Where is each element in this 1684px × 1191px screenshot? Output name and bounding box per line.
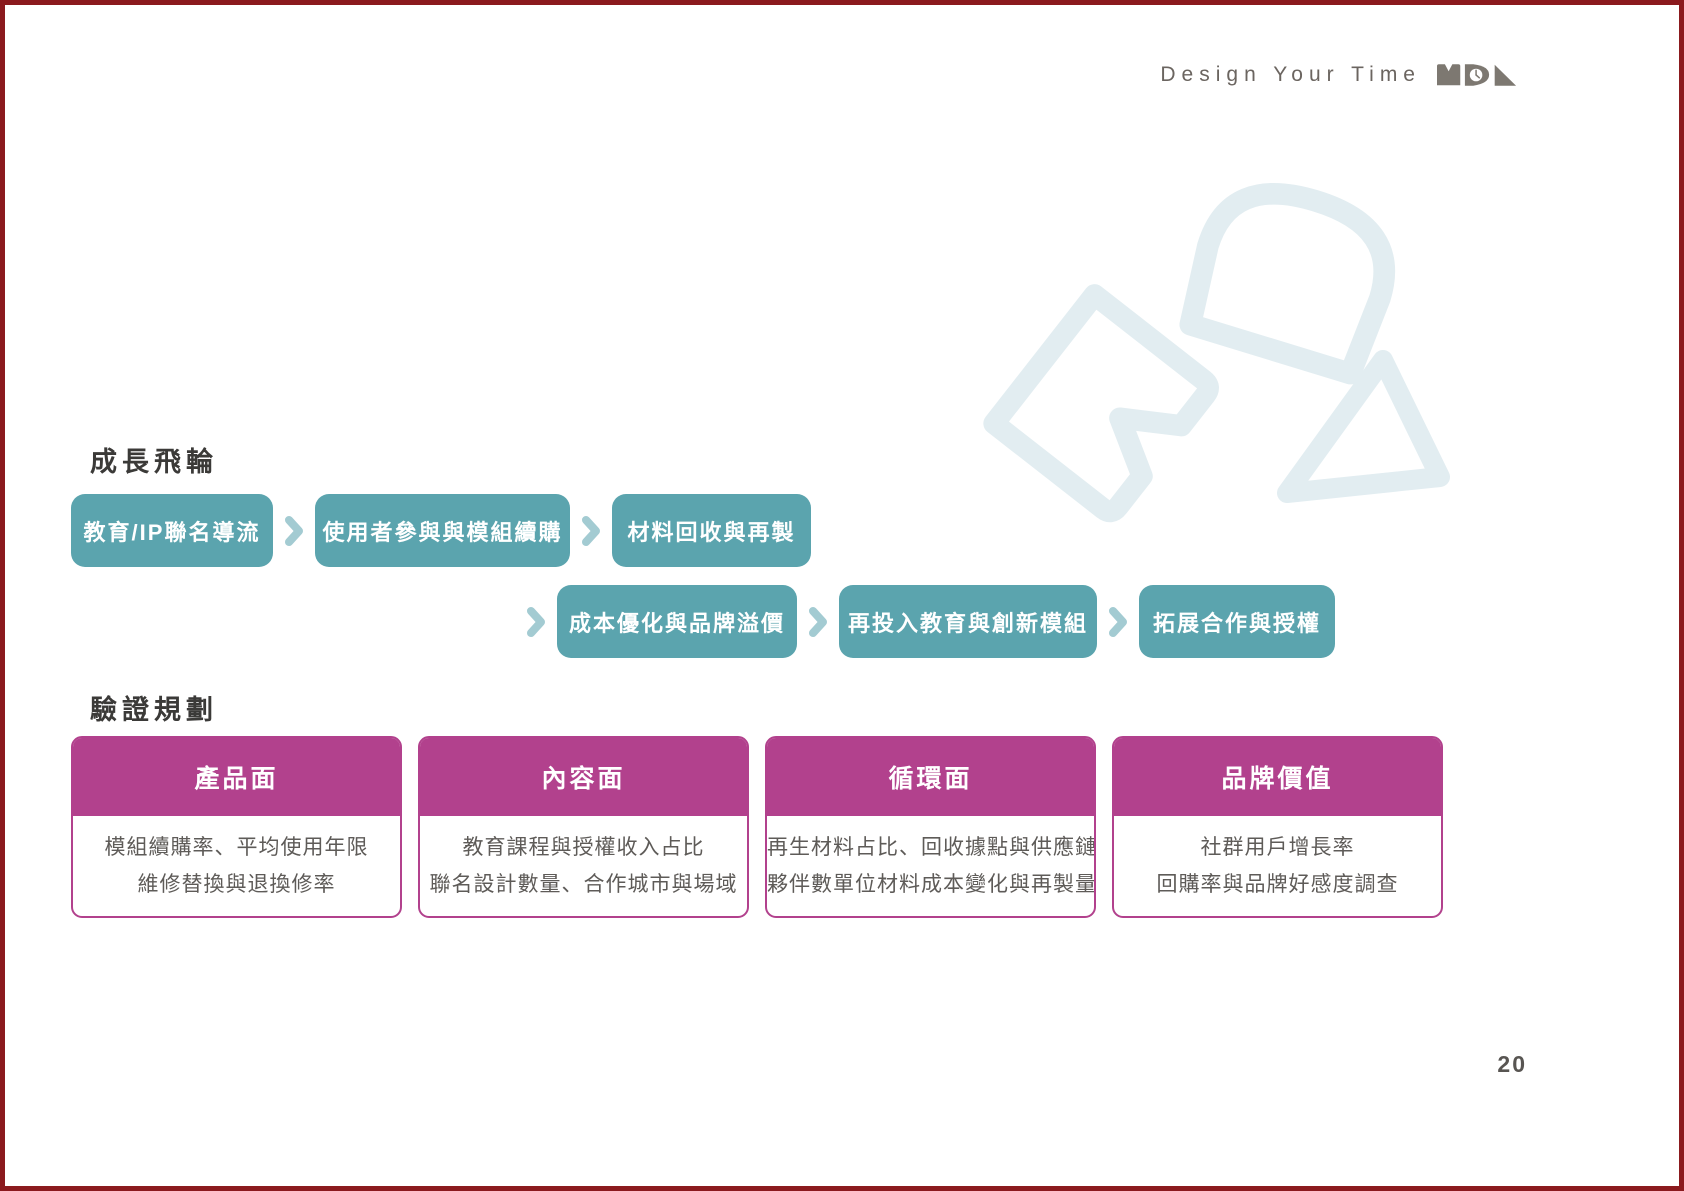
flywheel-step-4: 成本優化與品牌溢價 bbox=[557, 585, 797, 658]
validation-card-brand-value: 品牌價值 社群用戶增長率 回購率與品牌好感度調查 bbox=[1112, 736, 1443, 918]
chevron-outline-shape bbox=[983, 284, 1219, 523]
validation-cards: 產品面 模組續購率、平均使用年限 維修替換與退換修率 內容面 教育課程與授權收入… bbox=[71, 736, 1443, 918]
mdl-mark-logo bbox=[1437, 64, 1517, 86]
card-title: 產品面 bbox=[73, 738, 400, 816]
flywheel-step-1: 教育/IP聯名導流 bbox=[71, 494, 273, 567]
card-metric-line: 社群用戶增長率 bbox=[1200, 836, 1355, 859]
triangle-outline-shape bbox=[1277, 350, 1450, 503]
arch-outline-shape bbox=[1179, 183, 1396, 385]
card-metric-line: 模組續購率、平均使用年限 bbox=[104, 836, 369, 859]
flywheel-row-1: 教育/IP聯名導流 使用者參與與模組續購 材料回收與再製 bbox=[71, 494, 811, 567]
page-number: 20 bbox=[1497, 1051, 1527, 1077]
card-metric-line: 再生材料占比、回收據點與供應鏈 bbox=[767, 836, 1096, 859]
card-title: 內容面 bbox=[420, 738, 747, 816]
brand-text: Design Your Time bbox=[1160, 63, 1421, 86]
flywheel-heading: 成長飛輪 bbox=[90, 447, 218, 477]
validation-card-circular: 循環面 再生材料占比、回收據點與供應鏈 夥伴數單位材料成本變化與再製量 bbox=[765, 736, 1096, 918]
flywheel-step-5: 再投入教育與創新模組 bbox=[839, 585, 1097, 658]
validation-card-content: 內容面 教育課程與授權收入占比 聯名設計數量、合作城市與場域 bbox=[418, 736, 749, 918]
background-decorative-shapes bbox=[983, 183, 1450, 523]
card-title: 循環面 bbox=[767, 738, 1094, 816]
card-metric-line: 回購率與品牌好感度調查 bbox=[1156, 873, 1399, 896]
chevron-right-icon bbox=[1097, 606, 1139, 638]
chevron-right-icon bbox=[797, 606, 839, 638]
card-metric-line: 維修替換與退換修率 bbox=[137, 873, 336, 896]
card-title: 品牌價值 bbox=[1114, 738, 1441, 816]
flywheel-step-3: 材料回收與再製 bbox=[612, 494, 811, 567]
flywheel-row-2: 成本優化與品牌溢價 再投入教育與創新模組 拓展合作與授權 bbox=[515, 585, 1335, 658]
chevron-right-icon bbox=[273, 515, 315, 547]
flywheel-step-6: 拓展合作與授權 bbox=[1139, 585, 1335, 658]
flywheel-step-2: 使用者參與與模組續購 bbox=[315, 494, 570, 567]
chevron-right-icon bbox=[515, 606, 557, 638]
brand-header: Design Your Time bbox=[1160, 53, 1517, 97]
chevron-right-icon bbox=[570, 515, 612, 547]
card-metric-line: 教育課程與授權收入占比 bbox=[462, 836, 705, 859]
card-metric-line: 聯名設計數量、合作城市與場域 bbox=[429, 873, 738, 896]
card-metric-line: 夥伴數單位材料成本變化與再製量 bbox=[767, 873, 1096, 896]
validation-heading: 驗證規劃 bbox=[90, 695, 218, 725]
validation-card-product: 產品面 模組續購率、平均使用年限 維修替換與退換修率 bbox=[71, 736, 402, 918]
